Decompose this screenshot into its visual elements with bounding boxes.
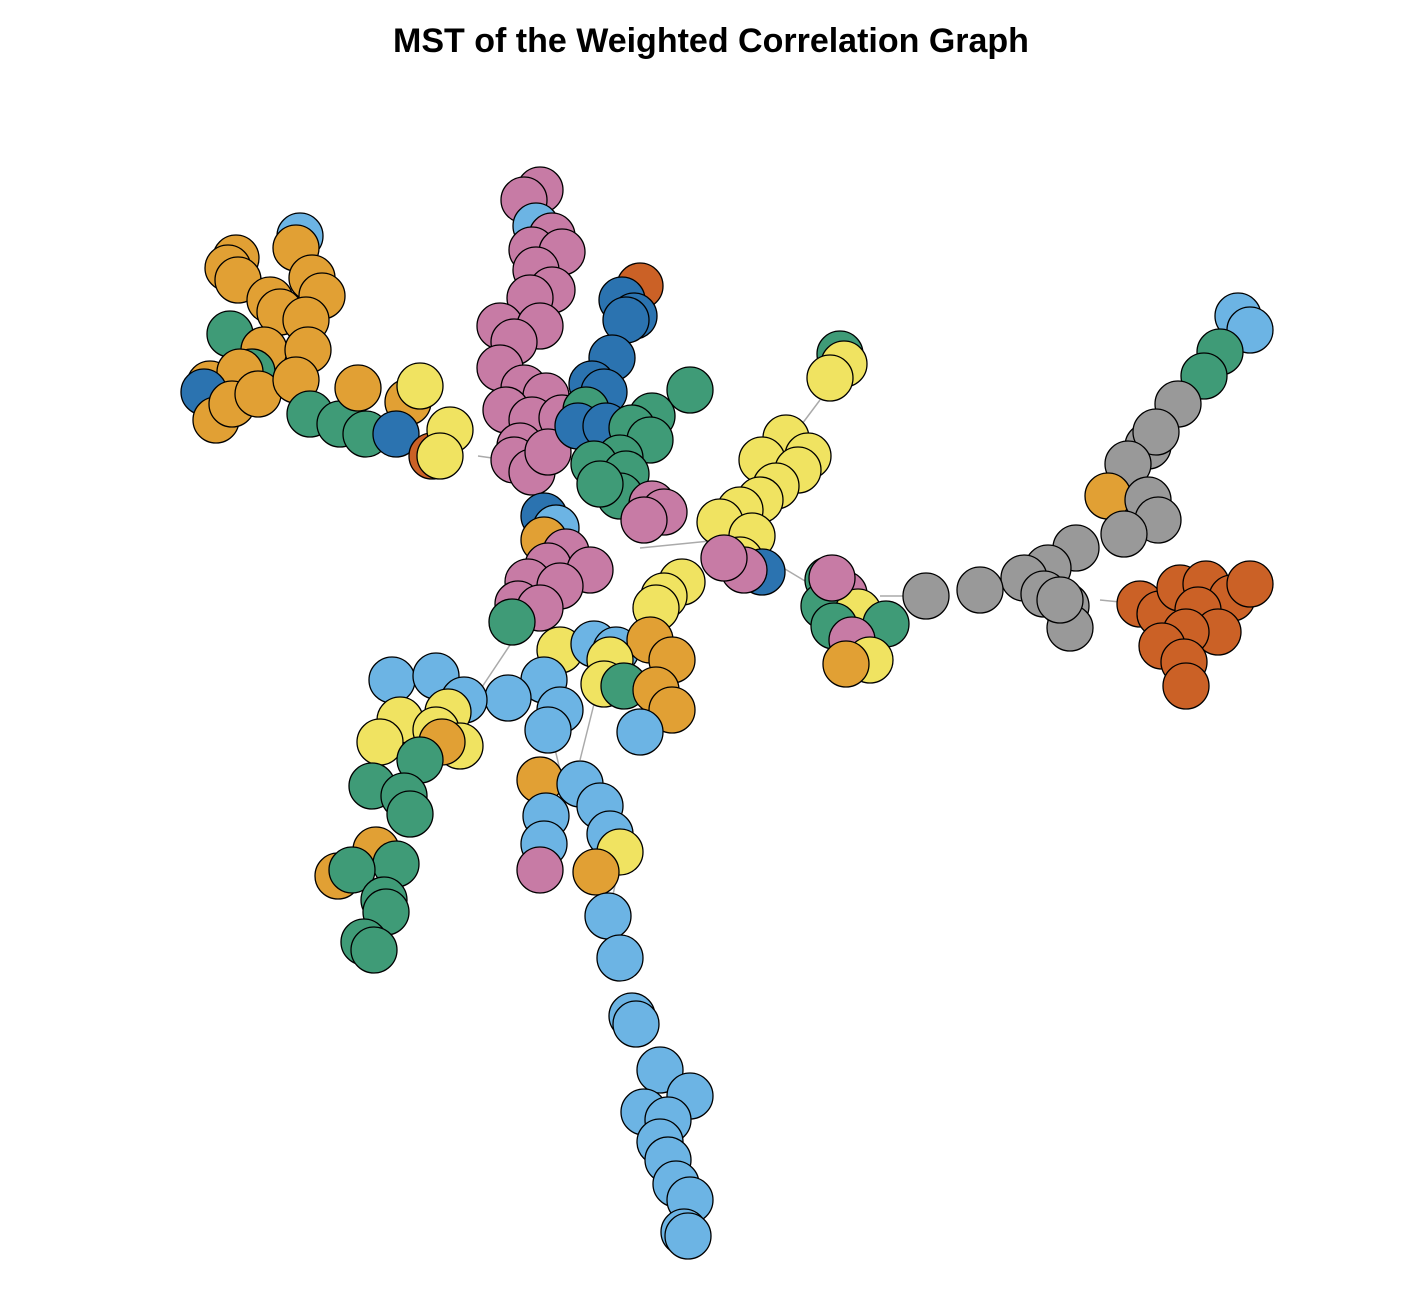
chart-title: MST of the Weighted Correlation Graph: [393, 22, 1029, 60]
graph-node: [620, 496, 668, 544]
graph-node: [484, 674, 532, 722]
graph-node: [822, 640, 870, 688]
graph-node: [576, 460, 624, 508]
graph-node: [572, 848, 620, 896]
node-layer: [180, 166, 1274, 1260]
graph-node: [1162, 662, 1210, 710]
graph-node: [516, 846, 564, 894]
graph-node: [806, 354, 854, 402]
graph-node: [1226, 560, 1274, 608]
graph-node: [488, 598, 536, 646]
graph-node: [416, 432, 464, 480]
graph-node: [524, 706, 572, 754]
graph-node: [356, 718, 404, 766]
graph-node: [1132, 408, 1180, 456]
graph-node: [328, 846, 376, 894]
graph-node: [584, 892, 632, 940]
graph-node: [612, 1000, 660, 1048]
graph-node: [666, 366, 714, 414]
graph-node: [334, 364, 382, 412]
graph-node: [700, 534, 748, 582]
graph-node: [1100, 510, 1148, 558]
graph-node: [372, 410, 420, 458]
graph-node: [350, 926, 398, 974]
graph-node: [368, 656, 416, 704]
graph-node: [596, 934, 644, 982]
graph-node: [664, 1212, 712, 1260]
graph-node: [956, 566, 1004, 614]
graph-node: [808, 554, 856, 602]
graph-node: [386, 790, 434, 838]
graph-node: [396, 362, 444, 410]
graph-node: [902, 572, 950, 620]
graph-node: [1036, 576, 1084, 624]
graph-node: [616, 708, 664, 756]
